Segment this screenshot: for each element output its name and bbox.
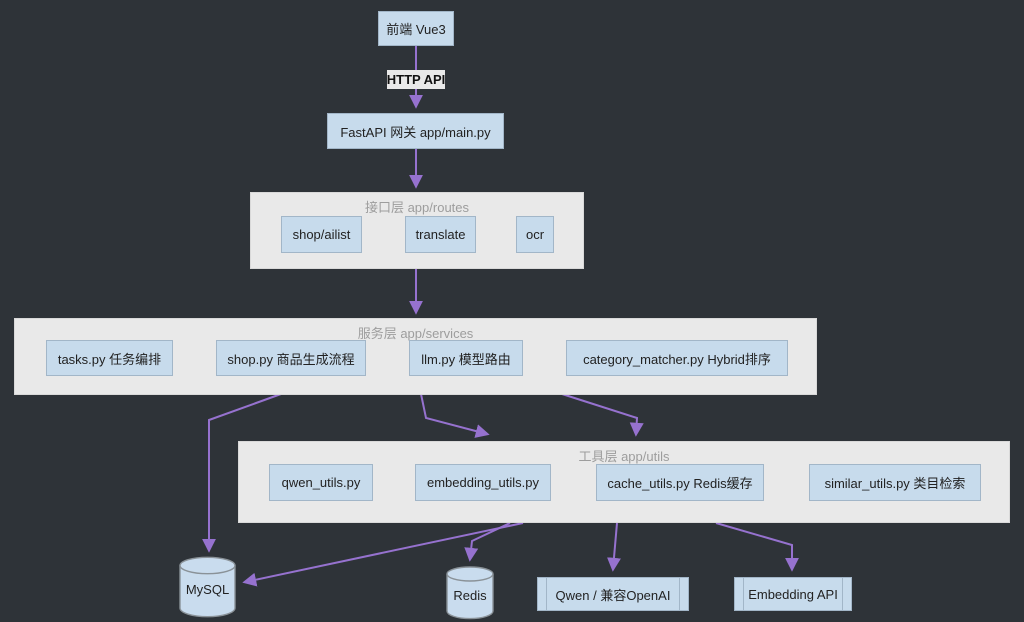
edge-label-http-api-text: HTTP API <box>386 72 446 87</box>
node-embedding-api: Embedding API <box>734 577 852 611</box>
node-cache-utils-py-label: cache_utils.py Redis缓存 <box>607 476 753 491</box>
subroutine-bar <box>679 578 680 610</box>
subgraph-routes-title: 接口层 app/routes <box>364 200 470 215</box>
node-redis-label: Redis <box>453 588 487 604</box>
edge-services-utils-right <box>561 393 644 437</box>
node-category-matcher-py-label: category_matcher.py Hybrid排序 <box>583 351 771 367</box>
subroutine-bar <box>743 578 744 610</box>
edge-utils-mysql <box>242 522 524 587</box>
node-ocr-label: ocr <box>525 227 545 242</box>
node-similar-utils-py-label: similar_utils.py 类目检索 <box>824 476 966 491</box>
node-shop-ailist: shop/ailist <box>281 216 362 253</box>
subgraph-routes-layer: 接口层 app/routes shop/ailist translate ocr <box>250 192 584 269</box>
node-similar-utils-py: similar_utils.py 类目检索 <box>809 464 981 501</box>
node-llm-py: llm.py 模型路由 <box>409 340 523 376</box>
node-embedding-api-label: Embedding API <box>748 586 838 602</box>
node-shop-py-label: shop.py 商品生成流程 <box>227 351 355 367</box>
node-qwen-utils-py: qwen_utils.py <box>269 464 373 501</box>
node-cache-utils-py: cache_utils.py Redis缓存 <box>596 464 764 501</box>
edge-label-http-api: HTTP API <box>387 70 445 89</box>
edge-services-mysql <box>202 393 282 553</box>
node-fastapi-gateway-label: FastAPI 网关 app/main.py <box>340 124 491 140</box>
subgraph-services-title: 服务层 app/services <box>357 326 474 341</box>
mysql-cylinder-shape <box>179 556 236 618</box>
redis-cylinder-shape <box>446 566 494 620</box>
subgraph-utils-title: 工具层 app/utils <box>578 449 670 464</box>
subroutine-bar <box>546 578 547 610</box>
subroutine-bar <box>842 578 843 610</box>
node-embedding-utils-py-label: embedding_utils.py <box>426 475 540 490</box>
node-qwen-openai-api-label: Qwen / 兼容OpenAI <box>555 587 671 603</box>
node-translate: translate <box>405 216 476 253</box>
node-shop-py: shop.py 商品生成流程 <box>216 340 366 376</box>
node-mysql-database: MySQL <box>179 556 236 618</box>
node-frontend-vue3: 前端 Vue3 <box>378 11 454 46</box>
node-tasks-py: tasks.py 任务编排 <box>46 340 173 376</box>
node-embedding-utils-py: embedding_utils.py <box>415 464 551 501</box>
node-frontend-vue3-label: 前端 Vue3 <box>386 22 446 37</box>
node-mysql-label: MySQL <box>185 582 230 598</box>
subgraph-services-layer: 服务层 app/services tasks.py 任务编排 shop.py 商… <box>14 318 817 395</box>
node-llm-py-label: llm.py 模型路由 <box>421 351 511 367</box>
node-translate-label: translate <box>415 227 466 242</box>
node-tasks-py-label: tasks.py 任务编排 <box>57 351 162 367</box>
node-ocr: ocr <box>516 216 554 253</box>
edge-utils-redis <box>464 522 511 562</box>
node-redis-database: Redis <box>446 566 494 620</box>
edge-utils-qwen-api <box>606 522 621 572</box>
node-category-matcher-py: category_matcher.py Hybrid排序 <box>566 340 788 376</box>
node-fastapi-gateway: FastAPI 网关 app/main.py <box>327 113 504 149</box>
edge-utils-embedding-api <box>715 522 799 572</box>
edge-services-utils-left <box>420 393 490 438</box>
node-shop-ailist-label: shop/ailist <box>292 227 351 242</box>
node-qwen-utils-py-label: qwen_utils.py <box>281 475 361 490</box>
node-qwen-openai-api: Qwen / 兼容OpenAI <box>537 577 689 611</box>
subgraph-utils-layer: 工具层 app/utils qwen_utils.py embedding_ut… <box>238 441 1010 523</box>
